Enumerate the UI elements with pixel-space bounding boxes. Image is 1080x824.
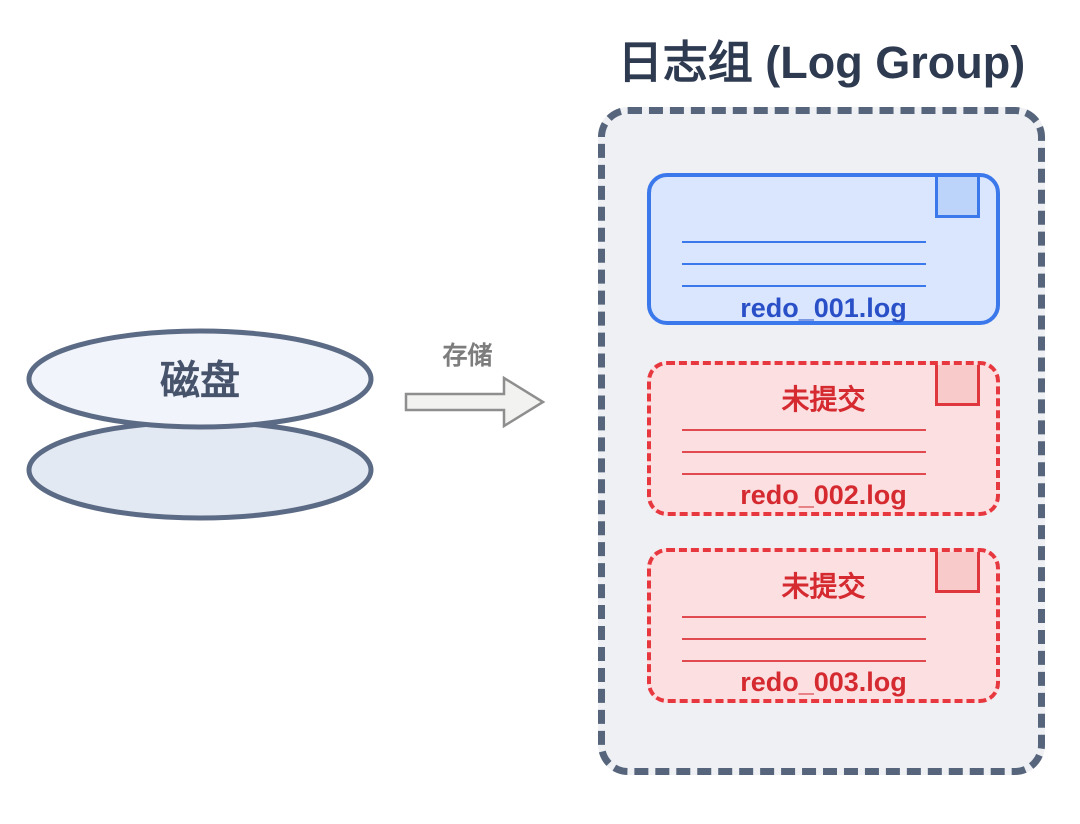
log-content-line [682, 660, 926, 662]
log-content-line [682, 241, 926, 243]
log-content-line [682, 429, 926, 431]
file-corner-tab-icon [935, 365, 980, 406]
log-file-card-redo-003: 未提交 redo_003.log [647, 548, 1000, 703]
log-group-container: redo_001.log 未提交 redo_002.log 未提交 redo_0… [598, 107, 1045, 775]
log-content-line [682, 263, 926, 265]
store-arrow-icon [404, 375, 546, 429]
disk-icon: 磁盘 [26, 328, 374, 521]
file-name-label: redo_001.log [740, 293, 907, 323]
log-content-line [682, 638, 926, 640]
disk-top-platter [26, 328, 374, 430]
log-file-card-redo-002: 未提交 redo_002.log [647, 361, 1000, 516]
file-name-label: redo_003.log [740, 667, 907, 697]
file-name-label: redo_002.log [740, 480, 907, 510]
uncommitted-status-label: 未提交 [781, 384, 866, 415]
file-corner-tab-icon [935, 552, 980, 593]
file-corner-tab-icon [935, 177, 980, 218]
uncommitted-status-label: 未提交 [781, 571, 866, 602]
log-content-line [682, 285, 926, 287]
log-content-line [682, 616, 926, 618]
log-content-line [682, 451, 926, 453]
disk-bottom-platter [26, 419, 374, 521]
disk-label: 磁盘 [160, 358, 240, 403]
log-group-title: 日志组 (Log Group) [617, 37, 1026, 88]
log-file-card-redo-001: redo_001.log [647, 173, 1000, 325]
log-content-line [682, 473, 926, 475]
store-arrow-label: 存储 [442, 342, 493, 370]
